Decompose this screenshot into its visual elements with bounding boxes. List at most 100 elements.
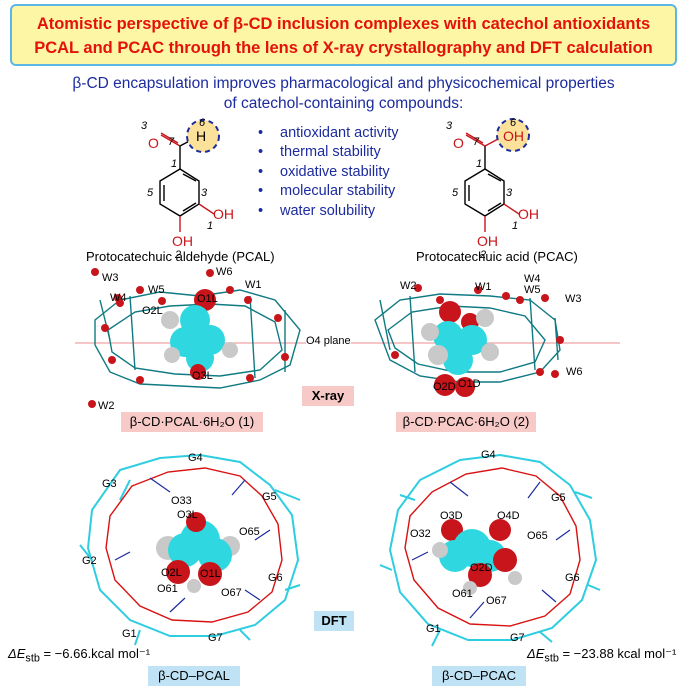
water-label: W2 xyxy=(98,400,115,412)
oxygen-site-label: O4D xyxy=(497,510,520,522)
energy-value: = −23.88 kcal mol⁻¹ xyxy=(558,646,677,661)
atom-site-label: O2L xyxy=(142,305,163,317)
glucose-label: G1 xyxy=(426,623,441,635)
atom-label: 7 xyxy=(168,136,175,148)
property-item: molecular stability xyxy=(258,182,398,201)
atom-h-label: H xyxy=(196,128,207,144)
property-item: thermal stability xyxy=(258,143,398,162)
property-item: oxidative stability xyxy=(258,163,398,182)
property-list: antioxidant activity thermal stability o… xyxy=(258,124,398,221)
atom-label: 5 xyxy=(452,187,459,199)
subtitle-line-1: β-CD encapsulation improves pharmacologi… xyxy=(72,75,615,92)
energy-subscript: stb xyxy=(544,652,559,665)
atom-label: 1 xyxy=(207,220,214,232)
oxygen-site-label: O2L xyxy=(161,567,182,579)
atom-oh-label: OH xyxy=(503,128,524,144)
subtitle: β-CD encapsulation improves pharmacologi… xyxy=(0,74,687,114)
oxygen-site-label: O32 xyxy=(410,528,431,540)
property-item: antioxidant activity xyxy=(258,124,398,143)
atom-o-label: O xyxy=(453,135,464,151)
atom-label: 5 xyxy=(147,187,154,199)
glucose-label: G4 xyxy=(188,452,203,464)
atom-o-label: O xyxy=(148,135,159,151)
complex2-xray-label: β-CD·PCAC·6H₂O (2) xyxy=(396,412,536,432)
oxygen-site-label: O3L xyxy=(177,509,198,521)
glucose-label: G7 xyxy=(510,632,525,644)
atom-oh-label: OH xyxy=(518,206,539,222)
title-line-1: Atomistic perspective of β-CD inclusion … xyxy=(36,15,651,33)
water-label: W3 xyxy=(102,272,119,284)
energy-subscript: stb xyxy=(25,652,40,665)
water-label: W4 xyxy=(524,273,541,285)
oxygen-site-label: O65 xyxy=(239,526,260,538)
complex1-xray-label: β-CD·PCAL·6H₂O (1) xyxy=(121,412,263,432)
atom-label: 1 xyxy=(476,158,483,170)
dft-left-complex xyxy=(79,453,301,646)
water-label: W5 xyxy=(524,284,541,296)
pcal-structure xyxy=(159,132,215,232)
atom-oh-label: OH xyxy=(172,233,193,249)
atom-label: 3 xyxy=(201,187,208,199)
xray-right-complex xyxy=(374,284,564,397)
pcac-name: Protocatechuic acid (PCAC) xyxy=(416,249,578,264)
water-label: W1 xyxy=(475,281,492,293)
energy-symbol: ΔE xyxy=(8,646,26,661)
energy-symbol: ΔE xyxy=(527,646,545,661)
atom-oh-label: OH xyxy=(477,233,498,249)
complex2-dft-label: β-CD–PCAC xyxy=(432,666,526,686)
oxygen-site-label: O61 xyxy=(157,583,178,595)
oxygen-site-label: O33 xyxy=(171,495,192,507)
oxygen-site-label: O2D xyxy=(470,562,493,574)
atom-label: 3 xyxy=(446,120,453,132)
pcac-oh-highlight xyxy=(496,118,530,152)
glucose-label: G5 xyxy=(551,492,566,504)
water-label: W6 xyxy=(566,366,583,378)
glucose-label: G3 xyxy=(102,478,117,490)
atom-label: 3 xyxy=(506,187,513,199)
glucose-label: G6 xyxy=(268,572,283,584)
atom-label: 1 xyxy=(171,158,178,170)
atom-oh-label: OH xyxy=(213,206,234,222)
atom-label: 3 xyxy=(141,120,148,132)
pcac-structure xyxy=(464,132,520,232)
title-banner: Atomistic perspective of β-CD inclusion … xyxy=(10,4,677,66)
pcal-name: Protocatechuic aldehyde (PCAL) xyxy=(86,249,275,264)
atom-label: 2 xyxy=(480,249,487,261)
xray-badge: X-ray xyxy=(302,386,354,406)
water-label: W6 xyxy=(216,266,233,278)
atom-label: 6 xyxy=(510,117,517,129)
title-line-2: PCAL and PCAC through the lens of X-ray … xyxy=(34,39,653,57)
glucose-label: G7 xyxy=(208,632,223,644)
energy-right: ΔEstb = −23.88 kcal mol⁻¹ xyxy=(527,646,676,665)
dft-badge: DFT xyxy=(314,611,354,631)
glucose-label: G1 xyxy=(122,628,137,640)
oxygen-site-label: O67 xyxy=(486,595,507,607)
oxygen-site-label: O3D xyxy=(440,510,463,522)
atom-site-label: O3L xyxy=(192,370,213,382)
pcal-h-highlight xyxy=(186,119,220,153)
water-label: W5 xyxy=(148,284,165,296)
complex1-dft-label: β-CD–PCAL xyxy=(148,666,240,686)
property-item: water solubility xyxy=(258,202,398,221)
atom-label: 2 xyxy=(175,249,182,261)
glucose-label: G4 xyxy=(481,449,496,461)
energy-left: ΔEstb = −6.66.kcal mol⁻¹ xyxy=(8,646,150,665)
oxygen-site-label: O65 xyxy=(527,530,548,542)
subtitle-line-2: of catechol-containing compounds: xyxy=(223,95,464,112)
water-label: W3 xyxy=(565,293,582,305)
oxygen-site-label: O1L xyxy=(200,568,221,580)
dft-right-complex xyxy=(379,453,601,647)
atom-label: 6 xyxy=(199,117,206,129)
water-label: W1 xyxy=(245,279,262,291)
atom-site-label: O1L xyxy=(197,293,218,305)
oxygen-site-label: O67 xyxy=(221,587,242,599)
water-label: W4 xyxy=(110,292,127,304)
glucose-label: G6 xyxy=(565,572,580,584)
o4-plane-label: O4 plane xyxy=(306,335,351,347)
oxygen-site-label: O61 xyxy=(452,588,473,600)
glucose-label: G5 xyxy=(262,491,277,503)
atom-site-label: O2D xyxy=(433,381,456,393)
energy-value: = −6.66.kcal mol⁻¹ xyxy=(39,646,151,661)
atom-label: 7 xyxy=(473,136,480,148)
